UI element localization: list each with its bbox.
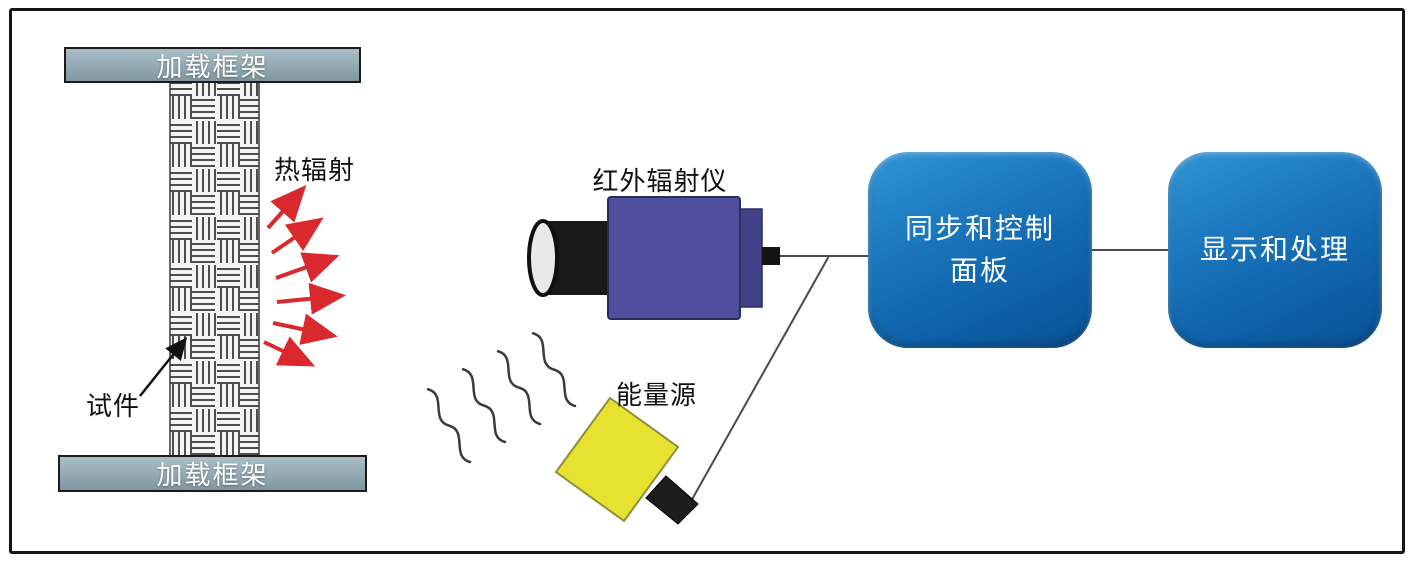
connection-lines xyxy=(689,249,1168,504)
energy-to-panel-line xyxy=(689,255,830,504)
specimen-label: 试件 xyxy=(86,391,141,421)
energy-source-label: 能量源 xyxy=(616,380,698,410)
specimen-pointer-arrow-icon xyxy=(139,337,188,397)
heat-waves-icon xyxy=(426,332,577,464)
sync-control-panel: 同步和控制 面板 xyxy=(868,152,1092,348)
thermal-radiation-label: 热辐射 xyxy=(274,155,356,185)
diagram-border xyxy=(9,8,1405,554)
load-frame-bottom: 加载框架 xyxy=(58,455,367,492)
display-processing-panel: 显示和处理 xyxy=(1168,152,1382,348)
load-frame-bottom-label: 加载框架 xyxy=(156,460,269,490)
thermal-radiation-arrows-icon xyxy=(263,185,346,367)
ir-camera-label: 红外辐射仪 xyxy=(592,166,728,196)
display-processing-panel-label: 显示和处理 xyxy=(1199,234,1350,265)
sync-control-panel-label-line1: 同步和控制 xyxy=(904,213,1055,244)
sync-control-panel-label-line2: 面板 xyxy=(949,255,1010,286)
load-frame-top: 加载框架 xyxy=(64,47,361,83)
energy-source-icon xyxy=(554,396,699,525)
ir-camera-icon xyxy=(527,196,780,320)
load-frame-top-label: 加载框架 xyxy=(156,51,269,82)
specimen-column xyxy=(169,81,260,457)
